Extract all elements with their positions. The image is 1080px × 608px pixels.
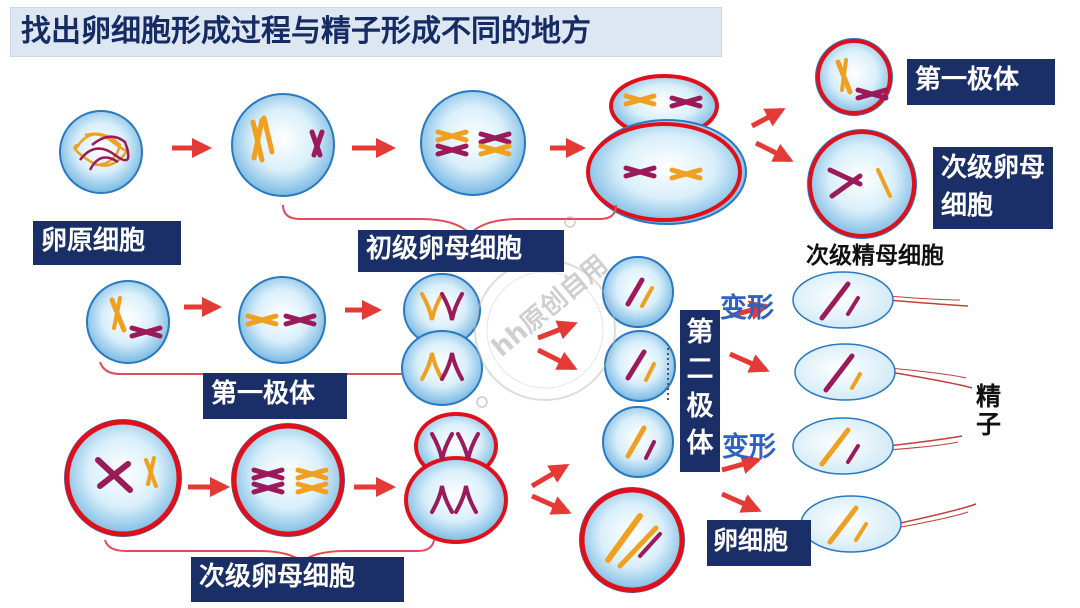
label-transform-1: 变形 <box>720 293 774 324</box>
arrow <box>720 491 762 513</box>
second-polar-body-cell-3 <box>602 406 674 478</box>
primary-oocyte-cell-2 <box>420 90 526 196</box>
sperm-cell-1 <box>792 271 969 329</box>
second-polar-body-cell-1 <box>602 256 674 328</box>
label-secondary-oocyte-top: 次级卵母细胞 <box>933 147 1053 229</box>
egg-cell <box>579 487 685 593</box>
label-first-polar-body-top: 第一极体 <box>907 59 1055 105</box>
oogonium-cell <box>59 110 143 194</box>
polar-body-cell-2 <box>238 276 326 364</box>
polar-body-dividing <box>401 273 483 406</box>
arrow <box>754 140 794 163</box>
arrow <box>729 300 770 320</box>
label-oogonium: 卵原细胞 <box>33 221 181 265</box>
sperm-cell-2 <box>794 343 973 401</box>
arrow <box>536 347 578 371</box>
label-sperm: 精子 <box>976 382 1002 439</box>
primary-oocyte-dividing <box>586 74 747 225</box>
page-title: 找出卵细胞形成过程与精子形成不同的地方 <box>10 7 722 57</box>
secondary-oocyte-cell-1 <box>64 419 182 537</box>
arrow <box>530 463 570 489</box>
second-polar-body-cell-2 <box>604 330 676 402</box>
first-polar-body-top-cell <box>815 38 893 116</box>
arrow <box>530 493 572 515</box>
polar-body-cell-1 <box>86 280 170 364</box>
label-first-polar-body-mid: 第一极体 <box>203 373 347 419</box>
label-secondary-oocyte-bottom: 次级卵母细胞 <box>191 557 404 602</box>
arrow <box>728 351 770 373</box>
primary-oocyte-cell-1 <box>231 93 335 197</box>
arrow <box>721 454 762 474</box>
label-egg-cell: 卵细胞 <box>707 520 811 566</box>
arrow <box>750 107 786 129</box>
secondary-oocyte-cell-2 <box>231 423 345 537</box>
secondary-oocyte-dividing <box>404 412 508 544</box>
sperm-cell-3 <box>792 417 963 475</box>
arrow <box>537 320 578 341</box>
label-transform-2: 变形 <box>722 432 776 463</box>
secondary-oocyte-top-cell <box>807 129 917 239</box>
label-secondary-spermatocyte: 次级精母细胞 <box>806 243 944 269</box>
sperm-cell-4 <box>800 495 977 553</box>
label-primary-oocyte: 初级卵母细胞 <box>358 230 564 272</box>
label-second-polar-body: 第二极体 <box>680 310 720 472</box>
